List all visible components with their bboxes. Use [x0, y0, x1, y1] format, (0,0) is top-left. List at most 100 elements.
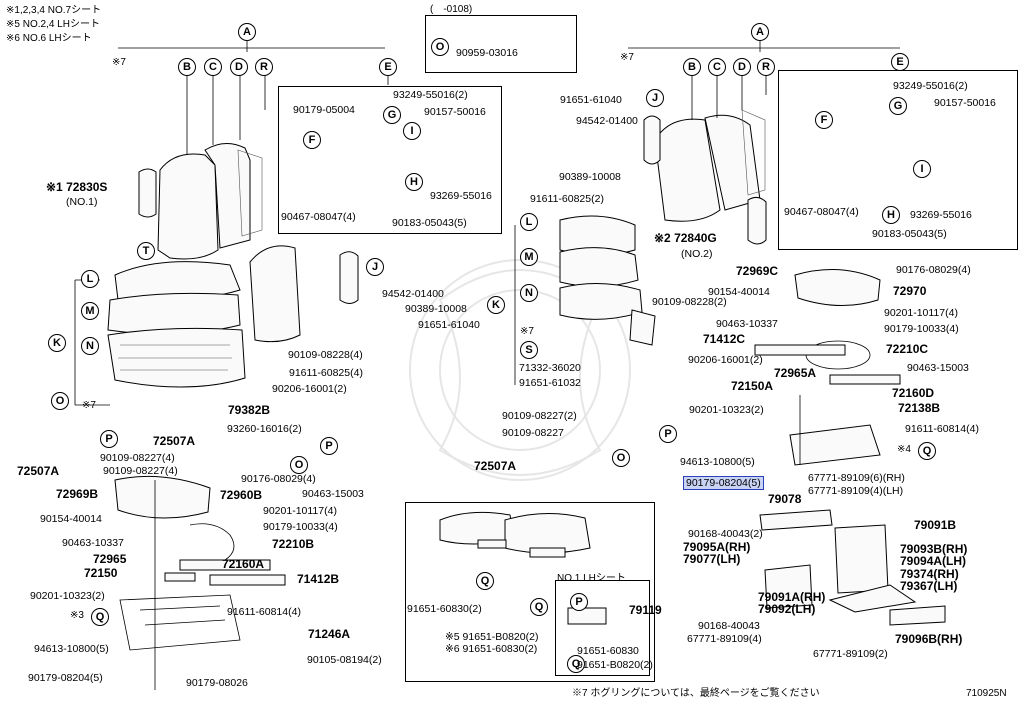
callout-H-right[interactable]: H — [882, 206, 900, 224]
part-90959-03016[interactable]: 90959-03016 — [456, 47, 518, 59]
part-67771-89109-4[interactable]: 67771-89109(4) — [687, 633, 762, 645]
part-79094A[interactable]: 79094A(LH) — [900, 554, 967, 568]
part-79093B[interactable]: 79093B(RH) — [900, 542, 968, 556]
part-91611-60814[interactable]: 91611-60814(4) — [227, 606, 301, 618]
callout-N-left[interactable]: N — [81, 337, 99, 355]
part-90179-08026[interactable]: 90179-08026 — [186, 677, 248, 689]
part-72965[interactable]: 72965 — [93, 552, 127, 566]
part-72507A-left-1[interactable]: 72507A — [153, 434, 196, 448]
part-79078[interactable]: 79078 — [768, 492, 802, 506]
part-79119[interactable]: 79119 — [629, 603, 662, 617]
callout-P-center[interactable]: P — [659, 425, 677, 443]
part-72507A-left-2[interactable]: 72507A — [17, 464, 60, 478]
part-90176-08029-right[interactable]: 90176-08029(4) — [896, 264, 971, 276]
part-79382B[interactable]: 79382B — [228, 403, 271, 417]
part-91651-B0820-lh[interactable]: 91651-B0820(2) — [577, 659, 653, 671]
callout-E-left[interactable]: E — [379, 58, 397, 76]
part-91611-60825-center[interactable]: 91611-60825(2) — [530, 193, 604, 205]
callout-L-center[interactable]: L — [520, 213, 538, 231]
part-90109-08228-center[interactable]: 90109-08228(2) — [652, 296, 727, 308]
callout-J-left[interactable]: J — [366, 258, 384, 276]
callout-Q-bottom-2[interactable]: Q — [530, 598, 548, 616]
part-71332-36020[interactable]: 71332-36020 — [519, 362, 581, 374]
callout-C-left[interactable]: C — [204, 58, 222, 76]
callout-Q-right[interactable]: Q — [918, 442, 936, 460]
part-90201-10117[interactable]: 90201-10117(4) — [263, 505, 337, 517]
callout-O-left[interactable]: O — [51, 392, 69, 410]
part-72969B[interactable]: 72969B — [56, 487, 99, 501]
part-91651-B0820-star5[interactable]: ※5 91651-B0820(2) — [445, 631, 539, 643]
callout-J-center[interactable]: J — [646, 89, 664, 107]
part-72965A[interactable]: 72965A — [774, 366, 817, 380]
callout-R-right[interactable]: R — [757, 58, 775, 76]
part-72150A[interactable]: 72150A — [731, 379, 774, 393]
callout-D-left[interactable]: D — [230, 58, 248, 76]
callout-Q-left[interactable]: Q — [91, 608, 109, 626]
part-71412C[interactable]: 71412C — [703, 332, 746, 346]
part-90154-40014-right[interactable]: 90154-40014 — [708, 286, 770, 298]
part-90109-08227-center-1[interactable]: 90109-08227(2) — [502, 410, 577, 422]
callout-H-left[interactable]: H — [405, 173, 423, 191]
part-90201-10117-right[interactable]: 90201-10117(4) — [884, 307, 958, 319]
part-94613-10800[interactable]: 94613-10800(5) — [34, 643, 109, 655]
part-90206-16001-right[interactable]: 90206-16001(2) — [688, 354, 763, 366]
part-79091B[interactable]: 79091B — [914, 518, 957, 532]
part-90176-08029[interactable]: 90176-08029(4) — [241, 473, 316, 485]
part-90157-50016[interactable]: 90157-50016 — [424, 106, 486, 118]
callout-K-center[interactable]: K — [487, 296, 505, 314]
callout-N-center[interactable]: N — [520, 284, 538, 302]
part-72210C[interactable]: 72210C — [886, 342, 929, 356]
callout-C-right[interactable]: C — [708, 58, 726, 76]
part-91651-61032[interactable]: 91651-61032 — [519, 377, 581, 389]
part-79096B[interactable]: 79096B(RH) — [895, 632, 963, 646]
part-90109-08228[interactable]: 90109-08228(4) — [288, 349, 363, 361]
callout-I-right[interactable]: I — [913, 160, 931, 178]
part-72840G[interactable]: ※2 72840G — [654, 231, 717, 245]
part-90168-40043-2[interactable]: 90168-40043(2) — [688, 528, 763, 540]
part-90109-08227-b[interactable]: 90109-08227(4) — [103, 465, 178, 477]
part-79095A[interactable]: 79095A(RH) — [683, 540, 751, 554]
callout-B-left[interactable]: B — [178, 58, 196, 76]
part-90201-10323-right[interactable]: 90201-10323(2) — [689, 404, 764, 416]
part-72969C[interactable]: 72969C — [736, 264, 779, 278]
part-72507A-center[interactable]: 72507A — [474, 459, 517, 473]
part-90463-10337[interactable]: 90463-10337 — [62, 537, 124, 549]
part-90179-10033-right[interactable]: 90179-10033(4) — [884, 323, 959, 335]
callout-P-left-2[interactable]: P — [320, 437, 338, 455]
part-90467-08047-right[interactable]: 90467-08047(4) — [784, 206, 859, 218]
part-67771-89109-rh6[interactable]: 67771-89109(6)(RH) — [808, 472, 905, 484]
callout-T[interactable]: T — [137, 242, 155, 260]
part-94613-10800-right[interactable]: 94613-10800(5) — [680, 456, 755, 468]
part-90179-05004[interactable]: 90179-05004 — [293, 104, 355, 116]
part-90467-08047[interactable]: 90467-08047(4) — [281, 211, 356, 223]
callout-S[interactable]: S — [520, 341, 538, 359]
callout-I-left[interactable]: I — [403, 122, 421, 140]
part-72970[interactable]: 72970 — [893, 284, 927, 298]
part-90109-08227-center-2[interactable]: 90109-08227 — [502, 427, 564, 439]
part-72160D[interactable]: 72160D — [892, 386, 935, 400]
part-72210B[interactable]: 72210B — [272, 537, 315, 551]
part-72150[interactable]: 72150 — [84, 566, 118, 580]
part-90179-10033[interactable]: 90179-10033(4) — [263, 521, 338, 533]
part-90389-10008-center[interactable]: 90389-10008 — [559, 171, 621, 183]
part-90463-10337-right[interactable]: 90463-10337 — [716, 318, 778, 330]
callout-G-right[interactable]: G — [889, 97, 907, 115]
callout-K-left[interactable]: K — [48, 334, 66, 352]
part-94542-01400[interactable]: 94542-01400 — [382, 288, 444, 300]
part-93249-55016-right[interactable]: 93249-55016(2) — [893, 80, 968, 92]
part-72160A[interactable]: 72160A — [222, 557, 265, 571]
callout-A-left[interactable]: A — [238, 23, 256, 41]
part-79092[interactable]: 79092(LH) — [758, 602, 816, 616]
callout-E-right[interactable]: E — [891, 53, 909, 71]
callout-B-right[interactable]: B — [683, 58, 701, 76]
callout-A-right[interactable]: A — [751, 23, 769, 41]
callout-D-right[interactable]: D — [733, 58, 751, 76]
callout-G-left[interactable]: G — [383, 106, 401, 124]
callout-O-left-2[interactable]: O — [290, 456, 308, 474]
part-91651-60830-lh[interactable]: 91651-60830 — [577, 645, 639, 657]
part-72138B[interactable]: 72138B — [898, 401, 941, 415]
part-93269-55016[interactable]: 93269-55016 — [430, 190, 492, 202]
part-72960B[interactable]: 72960B — [220, 488, 263, 502]
part-90154-40014[interactable]: 90154-40014 — [40, 513, 102, 525]
callout-P-left-1[interactable]: P — [100, 430, 118, 448]
